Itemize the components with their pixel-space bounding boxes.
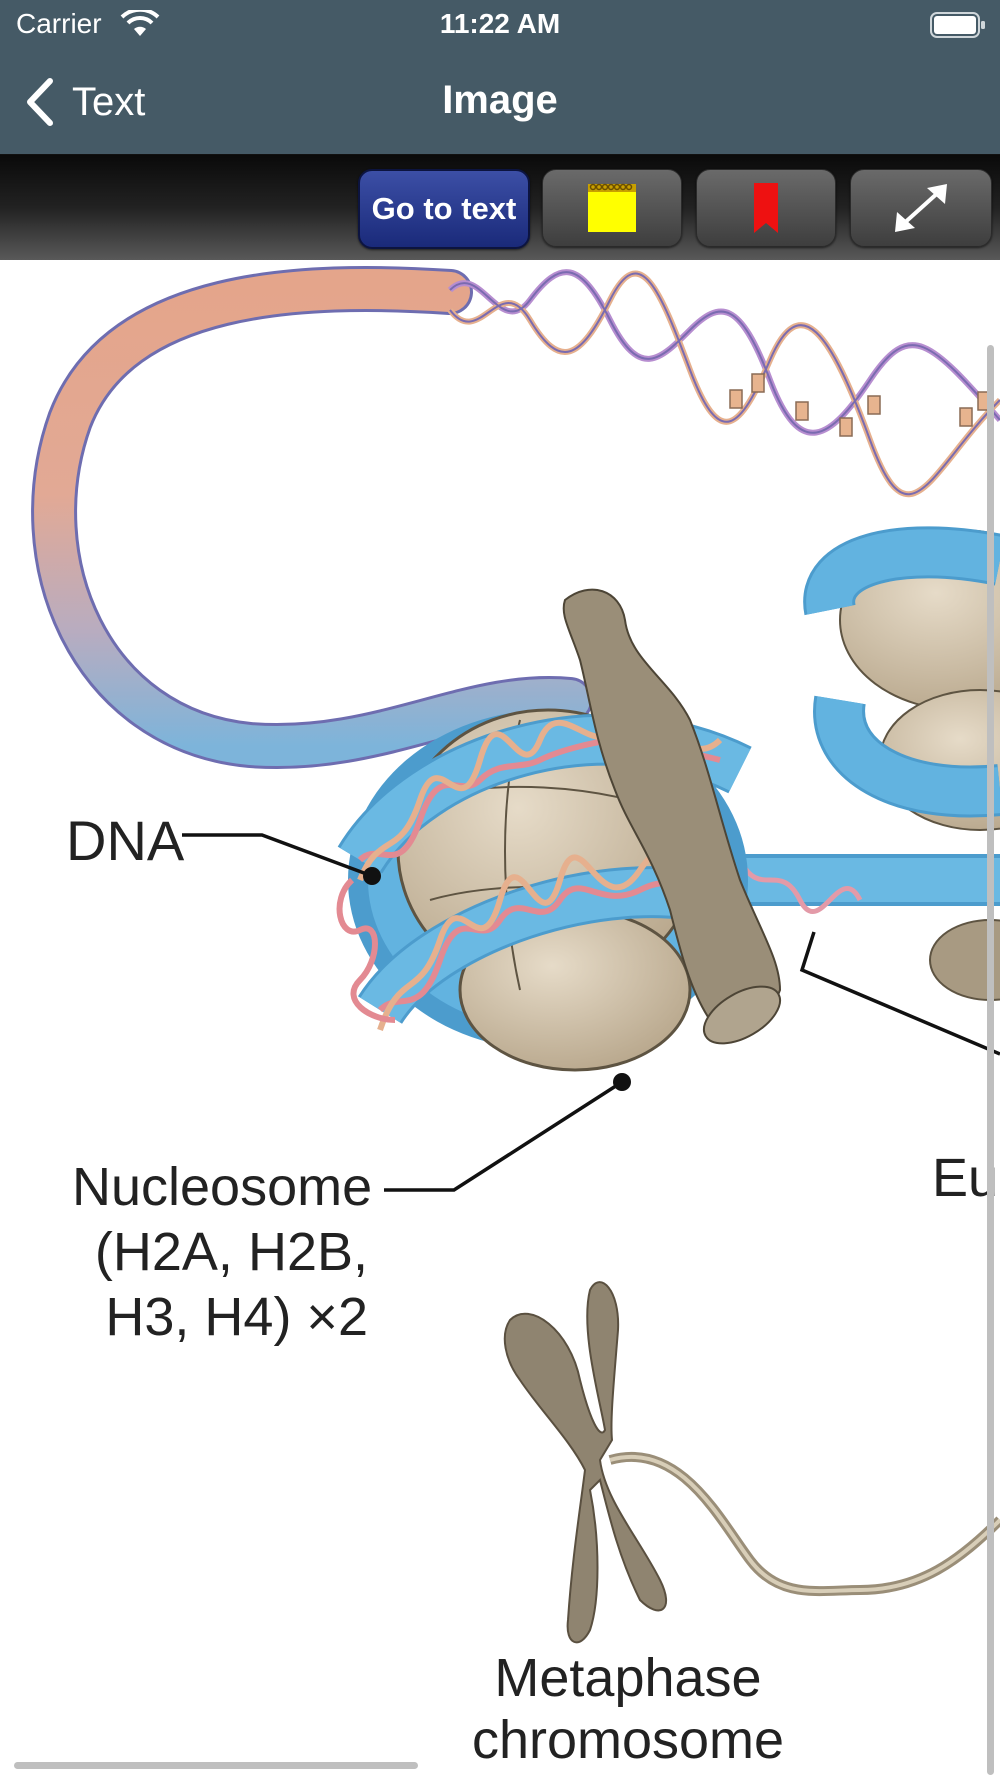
navigation-bar: Text Image [0,50,1000,154]
double-helix [447,269,1000,498]
image-viewer[interactable]: DNA Nucleosome (H2A, H2B, H3, H4) ×2 Euc… [0,260,1000,1778]
back-button[interactable]: Text [24,70,145,134]
go-to-text-button[interactable]: Go to text [358,169,530,249]
label-nucleosome-line2: (H2A, H2B, [95,1222,368,1282]
carrier-label: Carrier [16,8,102,39]
status-bar: Carrier 11:22 AM [0,0,1000,50]
label-metaphase-line2: chromosome [472,1710,784,1770]
expand-button[interactable] [850,169,992,247]
chevron-left-icon [27,78,53,126]
metaphase-chromosome [503,1281,667,1644]
label-nucleosome-line1: Nucleosome [72,1157,372,1217]
note-icon [588,183,636,232]
battery-icon [930,12,985,38]
label-dna: DNA [66,809,185,872]
label-nucleosome-line3: H3, H4) ×2 [105,1287,368,1347]
image-toolbar: Go to text [0,154,1000,261]
wifi-icon [120,10,160,36]
status-time: 11:22 AM [439,8,561,39]
chromatin-figure: DNA Nucleosome (H2A, H2B, H3, H4) ×2 Euc… [31,265,1000,1770]
add-note-button[interactable] [542,169,682,247]
vertical-scrollbar[interactable] [987,345,994,1775]
back-button-label: Text [72,79,146,124]
horizontal-scrollbar[interactable] [14,1762,418,1769]
expand-arrows-icon [895,184,947,232]
page-title: Image [442,78,558,122]
label-metaphase-line1: Metaphase [494,1648,761,1708]
bookmark-icon [754,183,778,233]
bookmark-button[interactable] [696,169,836,247]
chromatin-strand [608,1452,1000,1597]
